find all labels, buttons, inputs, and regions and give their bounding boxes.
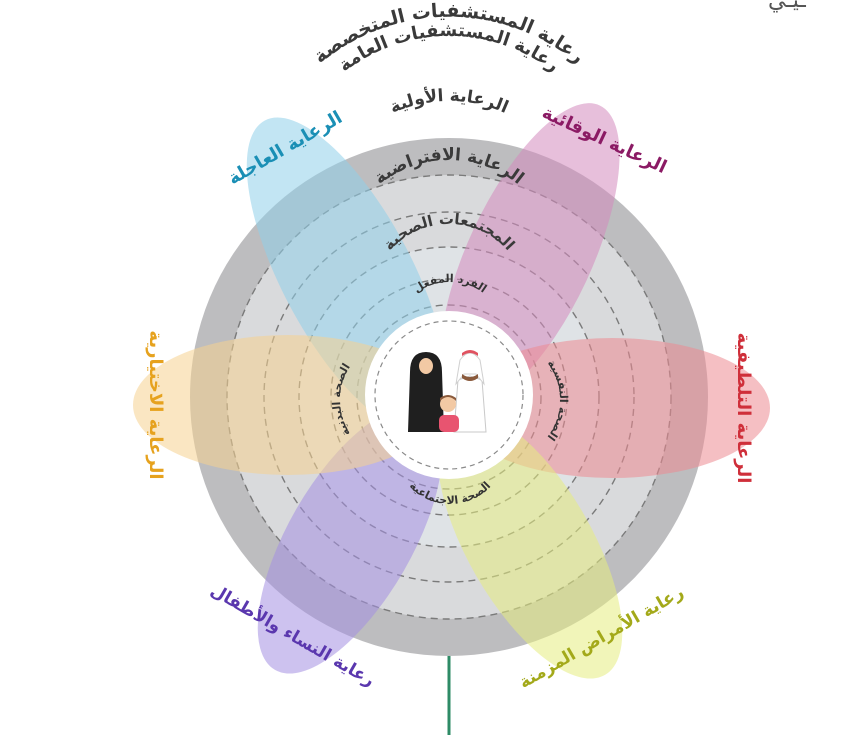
center-circle bbox=[365, 311, 533, 479]
child-figure bbox=[439, 395, 459, 432]
header-fragment: ـيـي bbox=[768, 0, 806, 13]
man-figure bbox=[453, 350, 487, 433]
family-icon bbox=[408, 350, 487, 433]
center-dashed-border bbox=[374, 320, 524, 470]
ring-label-primary-care: الرعاية الأولية bbox=[387, 85, 511, 117]
petal-chronic-care bbox=[437, 411, 623, 679]
petal-label-elective-care: الرعاية الاختيارية bbox=[145, 330, 166, 479]
woman-figure bbox=[408, 352, 444, 432]
petal-palliative-care bbox=[454, 338, 770, 478]
petal-label-palliative-care: الرعاية التلطيفية bbox=[733, 333, 754, 484]
petal-women-children-care bbox=[257, 406, 443, 674]
petal-elective-care bbox=[133, 335, 443, 475]
